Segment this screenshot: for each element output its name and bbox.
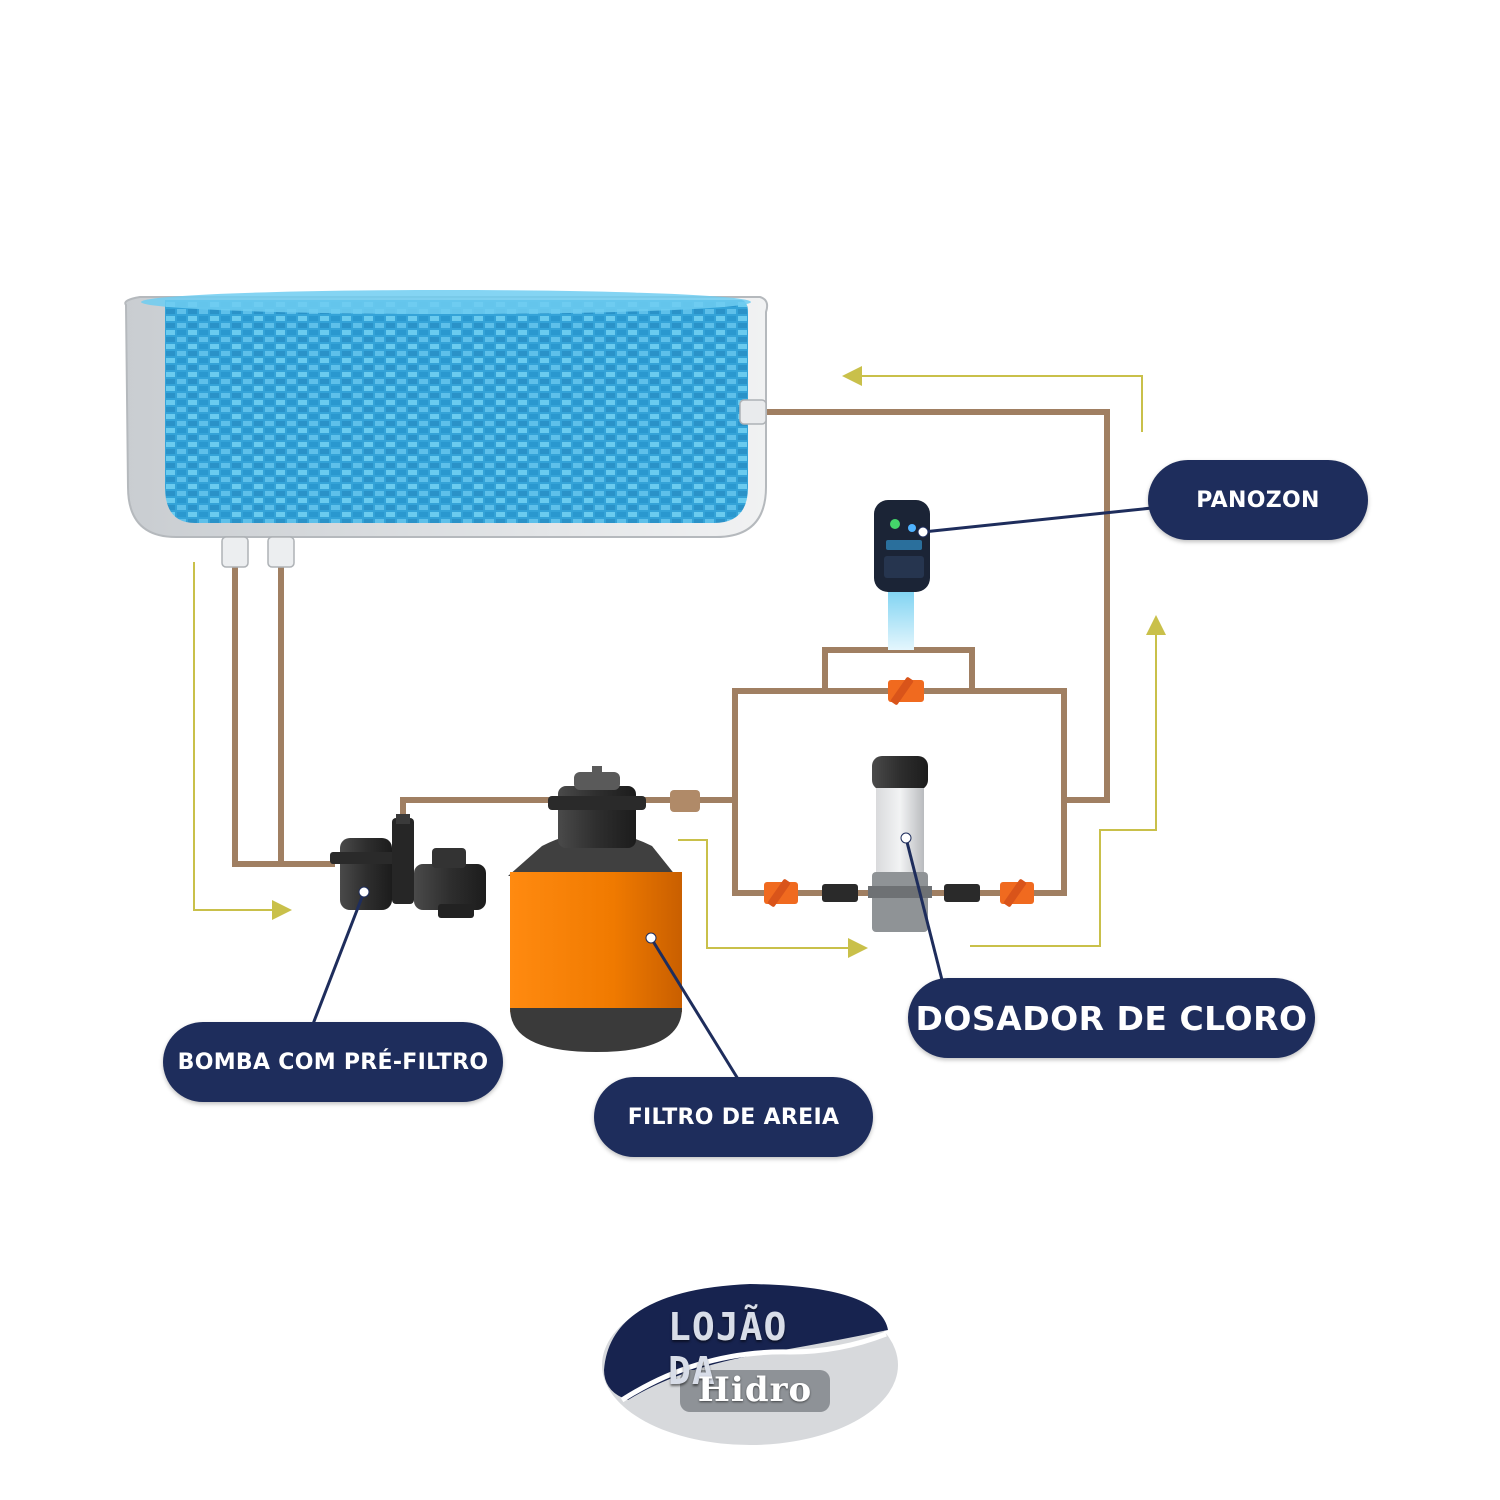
dosador-cap xyxy=(872,756,928,790)
pool-drain-fittings xyxy=(221,536,295,568)
pool-water-surface xyxy=(141,290,751,314)
valve-bypass xyxy=(888,677,924,705)
pump-strainer xyxy=(340,838,392,910)
flow-arrow-to-pump xyxy=(193,562,292,920)
flow-arrow-return xyxy=(842,366,1143,432)
filter-base xyxy=(510,1008,682,1052)
leader-dosador xyxy=(904,837,944,981)
valve-dosador-inlet xyxy=(764,879,798,907)
logo-wave xyxy=(620,1331,887,1403)
lojao-logo xyxy=(602,1284,898,1445)
leader-lines xyxy=(311,506,1153,1080)
filter-body xyxy=(510,872,682,1012)
flow-arrow-to-dosador xyxy=(678,839,868,958)
pump-discharge xyxy=(392,818,414,904)
leader-bomba xyxy=(311,891,366,1025)
label-panozon: PANOZON xyxy=(1148,460,1368,540)
leader-dots xyxy=(358,526,929,944)
chlorine-dosador xyxy=(868,756,932,932)
pump-motor xyxy=(414,864,486,910)
leader-panozon xyxy=(922,506,1153,534)
dosador-base xyxy=(872,872,928,932)
pool-return-fitting xyxy=(739,399,767,425)
logo-hidro-plate xyxy=(680,1370,830,1412)
leader-filtro xyxy=(649,937,740,1080)
filter-valve-handle xyxy=(574,772,620,790)
pipe-unions xyxy=(822,884,980,902)
pipe-pump-to-filter xyxy=(400,797,560,832)
pipe-return-to-pool xyxy=(765,409,1110,803)
valves xyxy=(764,677,1034,907)
logo-text-lojao-da: LOJÃO DA xyxy=(668,1305,788,1393)
flow-arrows xyxy=(193,366,1166,958)
label-dosador-de-cloro: DOSADOR DE CLORO xyxy=(908,978,1315,1058)
pump xyxy=(330,814,486,918)
filter-union xyxy=(670,790,700,812)
pool xyxy=(124,290,769,568)
valve-dosador-outlet xyxy=(1000,879,1034,907)
pool-water xyxy=(165,300,748,523)
sand-filter xyxy=(508,766,700,1052)
label-bomba-com-pre-filtro: BOMBA COM PRÉ-FILTRO xyxy=(163,1022,503,1102)
flow-arrow-up-right xyxy=(970,615,1166,947)
panozon-beam xyxy=(888,590,914,650)
label-filtro-de-areia: FILTRO DE AREIA xyxy=(594,1077,873,1157)
panozon-device xyxy=(874,500,930,650)
logo-text-hidro: Hidro xyxy=(697,1370,813,1410)
pipe-suction-left xyxy=(232,566,335,867)
filter-valve-head xyxy=(558,786,636,848)
dosador-tube xyxy=(876,788,924,874)
